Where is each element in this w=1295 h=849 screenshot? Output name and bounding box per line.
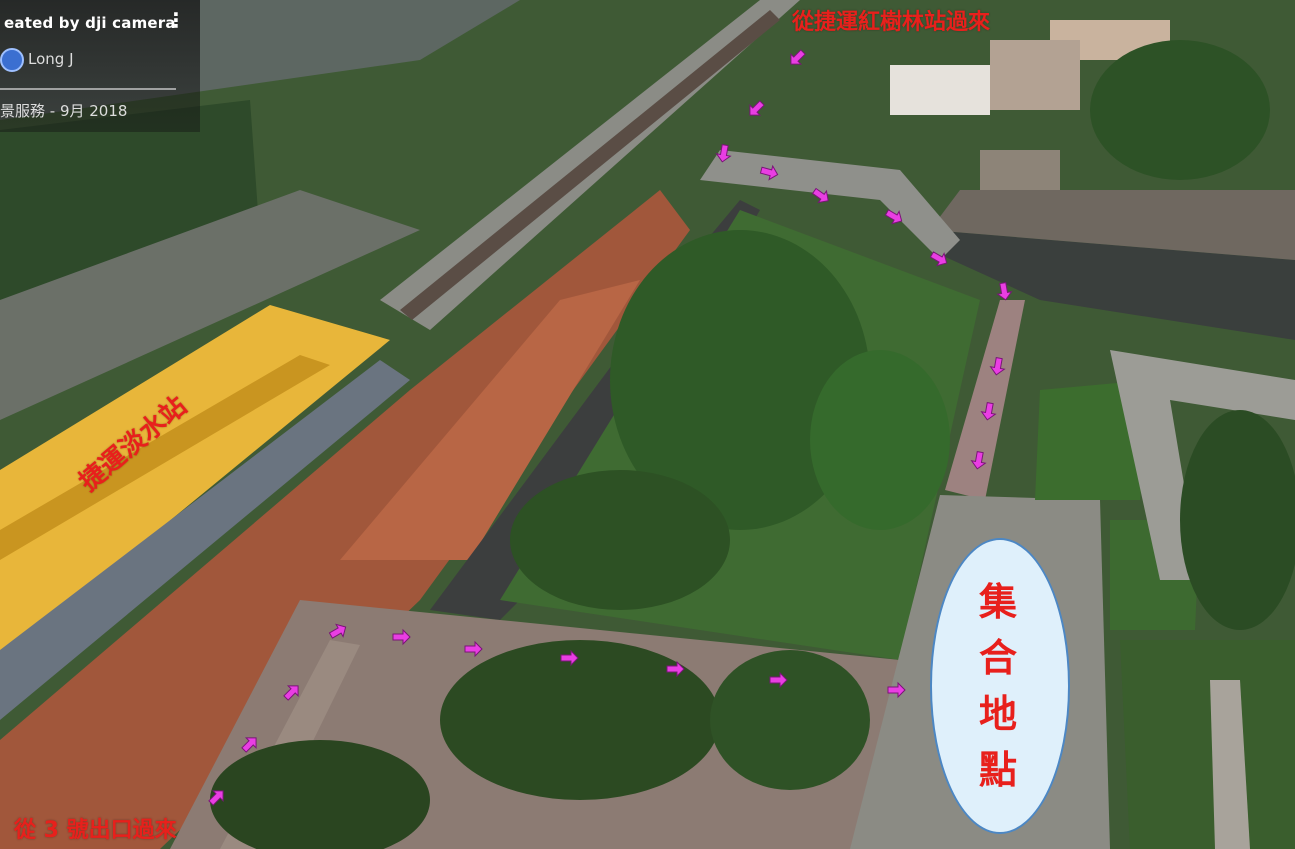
riverbank xyxy=(930,190,1295,260)
building xyxy=(890,65,990,115)
tree-cluster xyxy=(810,350,950,530)
route-arrow-icon xyxy=(929,251,948,267)
meeting-point-char: 集 xyxy=(978,579,1017,624)
route-arrow-icon xyxy=(884,209,903,225)
tree-cluster xyxy=(510,470,730,610)
building xyxy=(980,150,1060,190)
route-arrow-icon xyxy=(283,685,299,701)
photo-credit-overlay: eated by dji camera ⋮ Long J 景服務 - 9月 20… xyxy=(0,0,200,132)
meeting-point-char: 地 xyxy=(978,691,1017,736)
meeting-point-text: 集 合 地 點 xyxy=(930,574,1066,798)
label-from-hongshulin: 從捷運紅樹林站過來 xyxy=(792,10,991,35)
river xyxy=(930,230,1295,340)
meeting-point-char: 合 xyxy=(978,635,1017,680)
route-arrow-icon xyxy=(208,790,224,806)
route-arrow-icon xyxy=(996,282,1013,301)
credit-divider xyxy=(0,88,176,90)
route-arrow-icon xyxy=(666,660,685,678)
more-menu-icon[interactable]: ⋮ xyxy=(166,8,186,32)
route-arrow-icon xyxy=(811,187,829,204)
route-arrow-icon xyxy=(769,671,788,689)
meeting-point-char: 點 xyxy=(978,747,1017,792)
credit-title: eated by dji camera xyxy=(4,14,176,32)
route-arrow-icon xyxy=(749,100,765,116)
mrt-track-dark xyxy=(400,10,780,320)
credit-author[interactable]: Long J xyxy=(28,50,74,68)
route-arrow-icon xyxy=(328,623,347,639)
stairs xyxy=(1210,680,1250,849)
lawn-right xyxy=(1035,380,1150,500)
route-arrow-icon xyxy=(887,681,906,699)
route-arrow-icon xyxy=(790,49,806,65)
tree-cluster xyxy=(610,230,870,530)
route-arrow-icon xyxy=(560,649,579,667)
station-roof xyxy=(0,305,390,660)
meeting-point-marker xyxy=(930,538,1070,834)
tree-cluster xyxy=(440,640,720,800)
route-arrow-icon xyxy=(980,402,997,421)
train xyxy=(0,360,410,720)
route-arrow-icon xyxy=(759,164,779,181)
station-roof-stripe xyxy=(0,355,330,560)
credit-subtitle: 景服務 - 9月 2018 xyxy=(0,102,128,120)
walkway-red xyxy=(945,300,1025,500)
upper-road xyxy=(700,150,960,260)
brick-inner xyxy=(340,280,640,560)
route-arrow-icon xyxy=(715,144,732,163)
route-arrow-icon xyxy=(241,737,257,753)
building xyxy=(990,40,1080,110)
road-left xyxy=(0,190,420,420)
tree-cluster xyxy=(1090,40,1270,180)
route-arrow-icon xyxy=(392,628,411,646)
tree-cluster xyxy=(210,740,430,849)
tree-cluster xyxy=(1180,410,1295,630)
route-arrow-icon xyxy=(989,357,1006,376)
author-avatar[interactable] xyxy=(0,48,24,72)
lawn-bottom-right xyxy=(1120,640,1295,849)
route-arrow-icon xyxy=(970,451,987,470)
route-arrow-icon xyxy=(464,640,483,658)
road-right xyxy=(1110,350,1295,580)
label-from-exit-3: 從 3 號出口過來 xyxy=(14,818,177,843)
tree-cluster xyxy=(710,650,870,790)
